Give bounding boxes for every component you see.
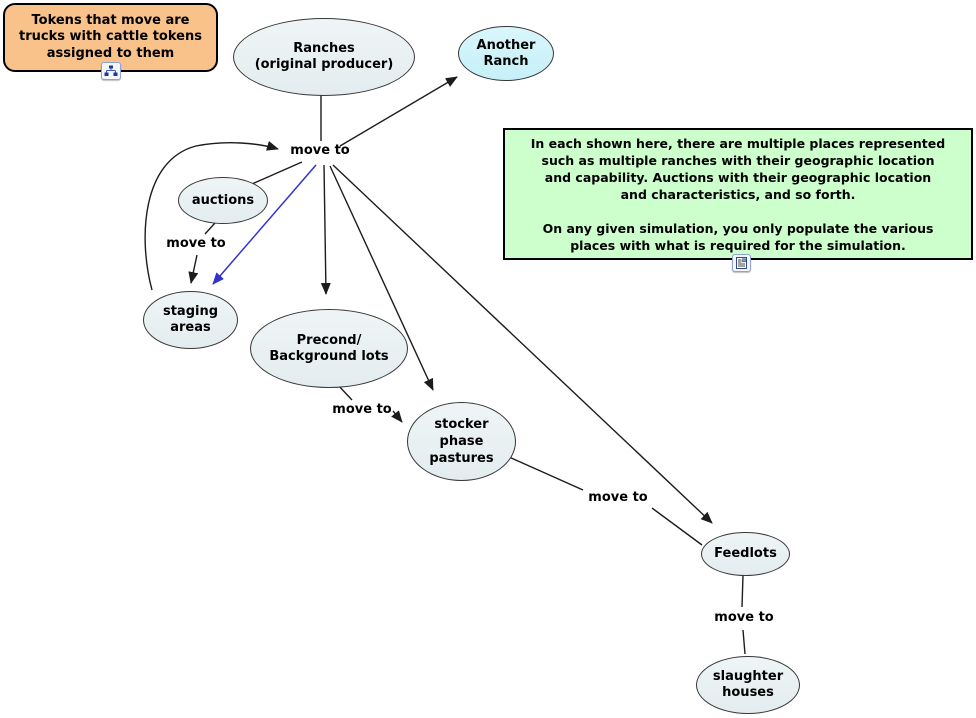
node-staging-areas[interactable]: staging areas (143, 291, 238, 349)
edge-stocker-to-label (508, 456, 584, 491)
link-label-move-to-auctions-staging[interactable]: move to (166, 236, 226, 251)
node-precond-background-lots[interactable]: Precond/ Background lots (250, 309, 408, 388)
link-label-move-to-hub[interactable]: move to (290, 143, 350, 158)
node-feedlots[interactable]: Feedlots (701, 532, 790, 576)
node-auctions[interactable]: auctions (178, 177, 268, 224)
concept-map-icon[interactable] (101, 62, 121, 80)
node-ranches[interactable]: Ranches (original producer) (233, 18, 415, 96)
edge-hub-to-precond (320, 164, 331, 295)
edge-auctions-to-label (204, 222, 216, 235)
note-tokens-that-move[interactable]: Tokens that move are trucks with cattle … (3, 3, 218, 72)
link-label-move-to-precond-stocker[interactable]: move to (332, 402, 392, 417)
node-stocker-phase-pastures[interactable]: stocker phase pastures (407, 402, 516, 481)
edge-hub-to-stocker (329, 165, 434, 391)
edge-label-to-slaughter (742, 629, 746, 655)
edge-label-to-staging (188, 254, 199, 284)
edge-staging-curve-to-hub (144, 141, 279, 291)
node-slaughter-houses[interactable]: slaughter houses (696, 656, 800, 714)
edge-label-to-stocker (391, 410, 403, 423)
text-document-icon[interactable] (732, 254, 751, 272)
edge-auctions-to-hub (251, 161, 303, 185)
link-label-move-to-stocker-feedlots[interactable]: move to (588, 490, 648, 505)
note-multiple-places[interactable]: In each shown here, there are multiple p… (503, 128, 973, 260)
edge-hub-to-staging-highlight (212, 164, 317, 285)
edge-hub-to-feedlots (332, 164, 713, 524)
edge-label-to-feedlots (651, 507, 703, 546)
edge-feedlots-to-label (741, 574, 744, 608)
edge-hub-to-another-ranch (339, 76, 458, 147)
node-another-ranch[interactable]: Another Ranch (458, 26, 554, 81)
link-label-move-to-feedlots-slaughter[interactable]: move to (714, 610, 774, 625)
